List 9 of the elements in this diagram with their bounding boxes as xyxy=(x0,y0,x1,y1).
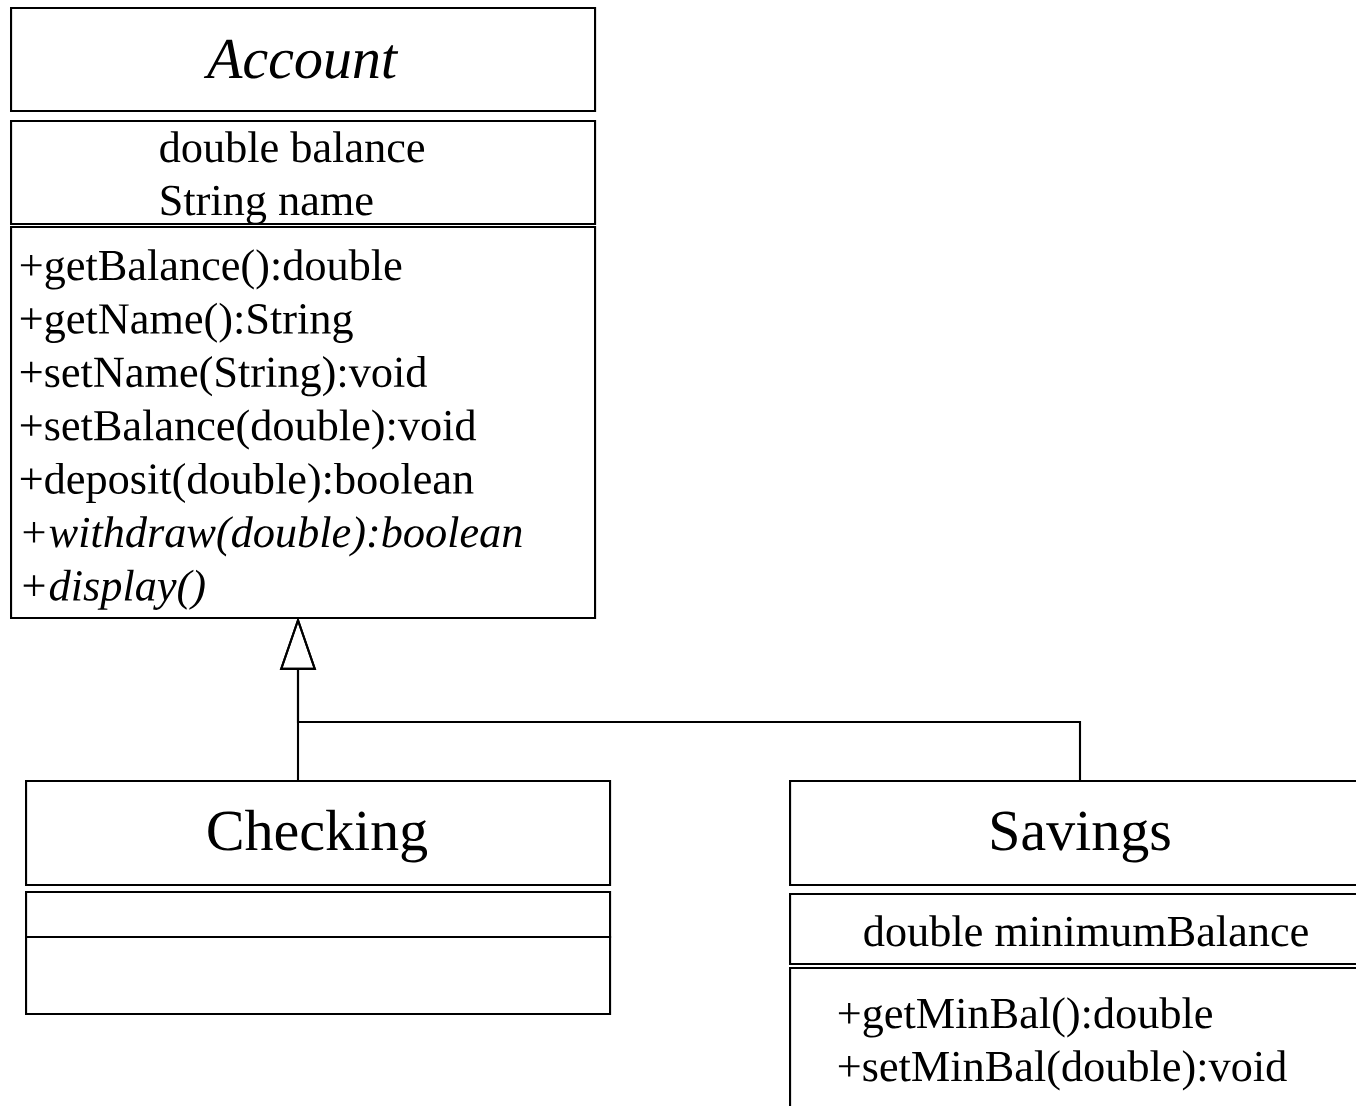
compartment-box: +getBalance():double +getName():String +setName(String):void +setBalance(double):void +deposit(double):boolean +withdraw(double):boolean +display() xyxy=(10,225,597,620)
compartment-box: double minimumBalance xyxy=(789,893,1356,966)
class-name-box: Checking xyxy=(25,780,612,887)
empty-compartment-box xyxy=(25,936,612,1016)
compartment-box: +getMinBal():double +setMinBal(double):void xyxy=(789,967,1356,1106)
compartment-box: double balance String name xyxy=(10,119,597,226)
empty-compartment-box xyxy=(25,891,612,939)
class-name-box: Savings xyxy=(789,780,1356,887)
class-name-box: Account xyxy=(10,6,597,113)
